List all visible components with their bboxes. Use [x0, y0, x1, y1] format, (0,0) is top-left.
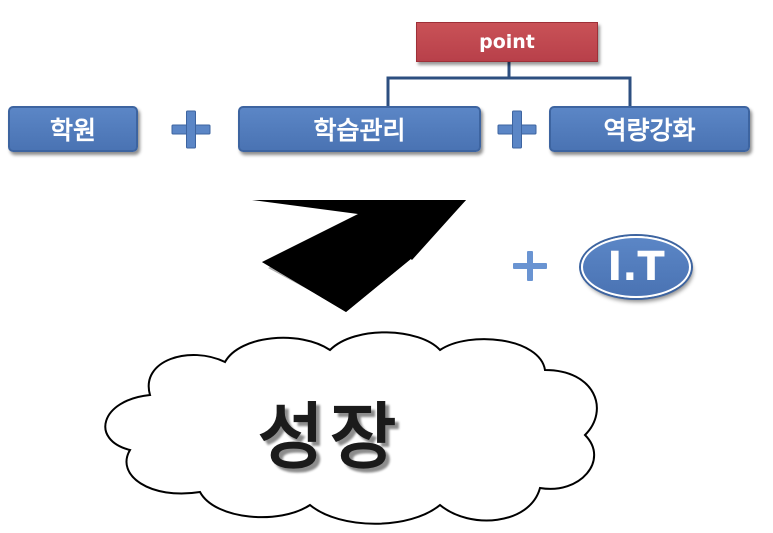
growth-label: 성장	[257, 393, 403, 479]
box-academy-label: 학원	[49, 116, 96, 145]
box-competency: 역량강화	[549, 106, 750, 152]
point-connector-line	[386, 62, 632, 110]
it-ellipse: I.T	[581, 236, 691, 298]
box-learning-management-label: 학습관리	[313, 116, 406, 145]
box-competency-label: 역량강화	[603, 116, 696, 145]
plus-icon	[513, 251, 547, 281]
growth-text: 성장	[200, 370, 460, 490]
box-learning-management: 학습관리	[238, 106, 481, 152]
point-label: point	[479, 31, 535, 53]
point-label-box: point	[416, 22, 598, 62]
down-arrow-icon	[252, 200, 466, 312]
plus-icon	[497, 110, 537, 149]
box-academy: 학원	[8, 106, 138, 152]
plus-icon	[171, 110, 211, 149]
it-label: I.T	[607, 244, 665, 290]
cloud-shape	[104, 331, 598, 525]
